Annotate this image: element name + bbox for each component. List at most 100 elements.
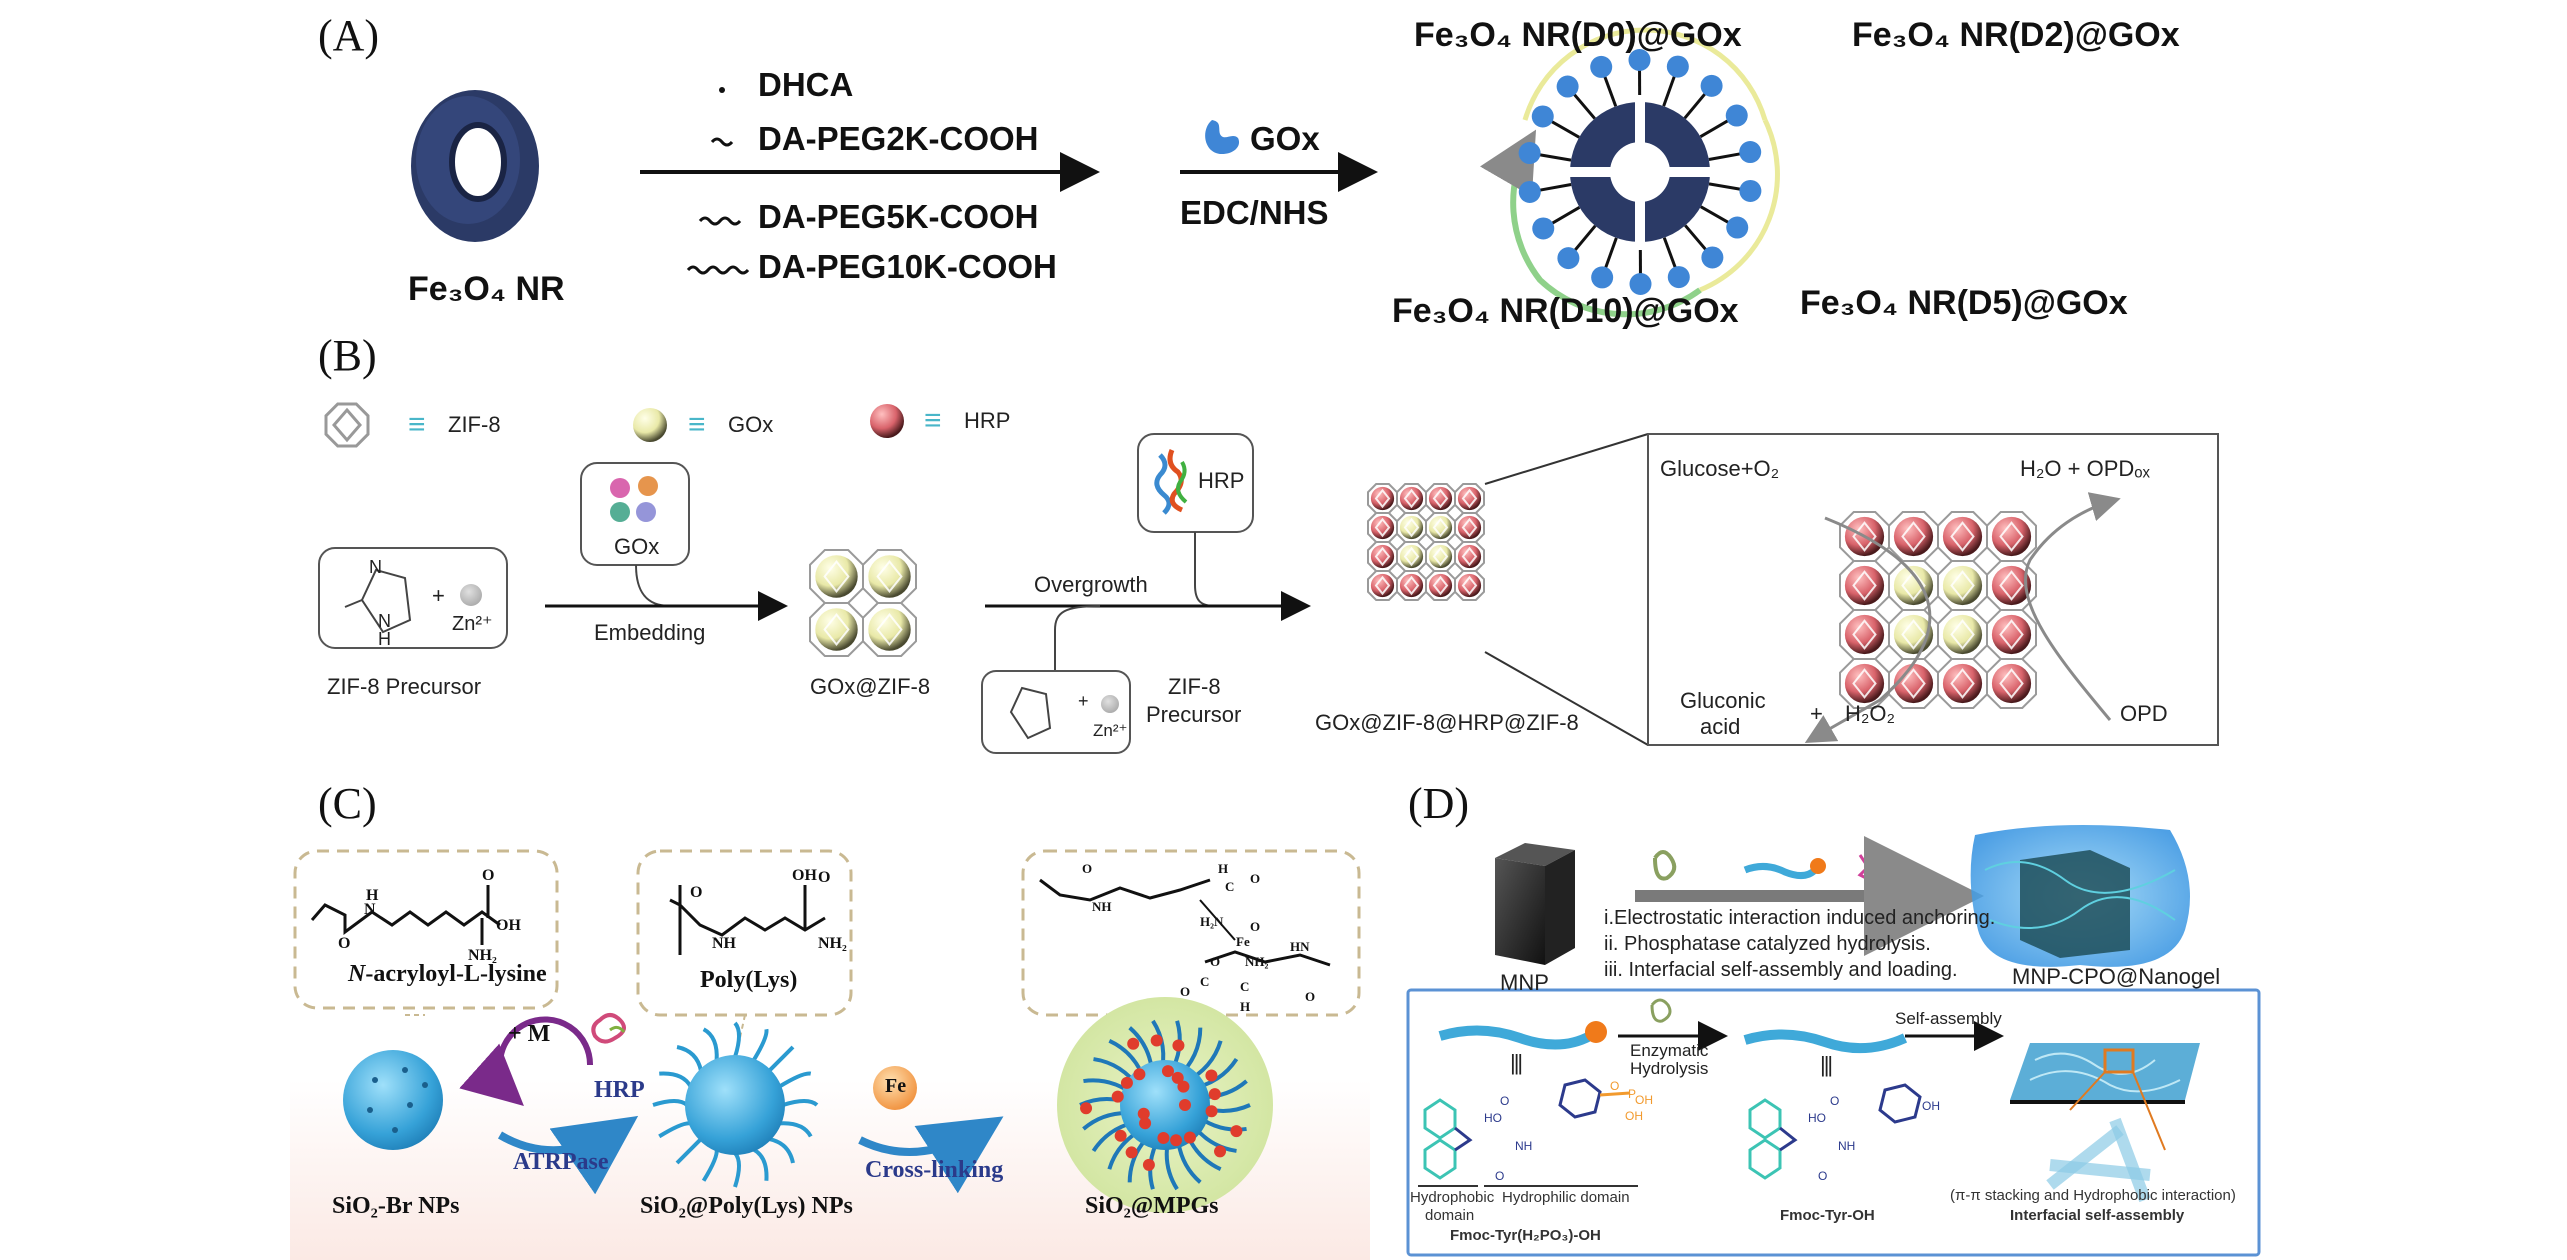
fe-crosslink-node: [1137, 1107, 1150, 1120]
fe-crosslink-node: [1133, 1068, 1146, 1081]
legend-zif8: ZIF-8: [448, 412, 501, 437]
gox-enzyme-mark: [1739, 179, 1762, 202]
polymer-brush: [778, 1071, 812, 1089]
gox-protein-icon: [610, 476, 658, 522]
gox-zif8-cell: [1396, 541, 1427, 572]
imidazole-ring-icon: [360, 568, 412, 634]
equiv-sign-1: |||: [1510, 1050, 1523, 1075]
crosslink-atom: C: [1225, 879, 1235, 894]
sio2-polylys-sphere-icon: [652, 1021, 819, 1188]
product-d2: Fe₃O₄ NR(D2)@GOx: [1852, 16, 2180, 54]
atom-nh: N: [378, 611, 391, 631]
hrp-zif8-cell: [1454, 512, 1485, 543]
hrp-zif8-cell: [1454, 541, 1485, 572]
precursor-atom: O: [1610, 1079, 1620, 1093]
embedding-label: Embedding: [594, 620, 706, 645]
inset-crystal: [1839, 511, 2037, 709]
step-1: i.Electrostatic interaction induced anch…: [1604, 907, 1996, 929]
peg-chain: [1683, 92, 1707, 120]
nanoring-label: Fe₃O₄ NR: [408, 270, 565, 308]
monomer-atom: OH: [496, 917, 521, 934]
enzymatic-label-1: Enzymatic: [1630, 1041, 1709, 1060]
mechanism-box: [1406, 988, 2261, 1257]
interaction-label: (π-π stacking and Hydrophobic interactio…: [1950, 1187, 2236, 1204]
gox-enzyme-mark: [1531, 105, 1554, 128]
precursor-atom: HO: [1484, 1111, 1502, 1125]
gox-legend-icon: [633, 408, 667, 442]
fmoc-tyr-structure: [1748, 1083, 1922, 1180]
h2o2-label: H₂O₂: [1845, 701, 1896, 726]
hrp-zif8-cell: [1367, 570, 1398, 601]
sio2-br-sphere-icon: [343, 1050, 443, 1150]
nanogel-icon: [1970, 825, 2190, 967]
precursor-label: ZIF-8 Precursor: [327, 674, 482, 699]
fe3o4-nanoring-icon: [411, 90, 539, 242]
peg-chain: [1662, 237, 1677, 269]
legend-equiv-gox: ≡: [688, 408, 706, 441]
fmoc-tyr-po3-structure: [1418, 1078, 1638, 1187]
peg-chain: [1708, 152, 1741, 162]
crosslinking-label: Cross-linking: [865, 1157, 1004, 1183]
hrp-protein-icon: [1154, 449, 1188, 515]
hrp-zif8-cell: [1986, 511, 2037, 562]
crosslink-atom: Fe: [1236, 934, 1250, 949]
gox-zif8-label: GOx@ZIF-8: [810, 674, 931, 699]
fe-crosslink-node: [1179, 1099, 1191, 1111]
polymer-atom: NH₂: [818, 935, 847, 952]
precursor-atom: OH: [1635, 1093, 1653, 1107]
step-3: iii. Interfacial self-assembly and loadi…: [1604, 959, 1958, 981]
polymer-brush: [676, 1045, 704, 1072]
gox-label: GOx: [1250, 120, 1320, 157]
atom-n: N: [369, 557, 382, 577]
gelator-name: Fmoc-Tyr-OH: [1780, 1207, 1875, 1224]
hrp-zif8-cell: [1986, 609, 2037, 660]
peg-chain: [1539, 182, 1572, 192]
polymer-brush: [768, 1136, 795, 1164]
hrp-zif8-cell: [1454, 483, 1485, 514]
precursor-name: Fmoc-Tyr(H₂PO₃)-OH: [1450, 1227, 1601, 1244]
fe-crosslink-node: [1171, 1071, 1184, 1084]
fe-crosslink-node: [1139, 1117, 1152, 1130]
polymer-atom: O: [690, 884, 703, 901]
peg2k-wave-icon: [710, 137, 734, 147]
monomer-box: [293, 849, 559, 1010]
monomer-atom: O: [338, 935, 351, 952]
legend-equiv-zif8: ≡: [408, 408, 426, 441]
crosslink-atom: O: [1082, 861, 1093, 876]
product-label: GOx@ZIF-8@HRP@ZIF-8: [1315, 710, 1579, 735]
product-d0: Fe₃O₄ NR(D0)@GOx: [1414, 16, 1742, 54]
gox-zif8-cell: [1425, 541, 1456, 572]
gox-zif8-cell: [809, 549, 864, 604]
precursor2-label-1: ZIF-8: [1168, 674, 1221, 699]
silica-core: [685, 1055, 785, 1155]
crosslink-atom: O: [1305, 989, 1316, 1004]
fe-crosslink-node: [1214, 1145, 1227, 1158]
gelator-atom: O: [1818, 1169, 1828, 1183]
monomer-suffix: -acryloyl-L-lysine: [365, 961, 547, 987]
opd-label: OPD: [2120, 701, 2168, 726]
peg-chain: [1699, 119, 1729, 139]
gelator-atom: NH: [1838, 1139, 1856, 1153]
hrp-label: HRP: [594, 1077, 645, 1103]
assembly-label: Interfacial self-assembly: [2010, 1207, 2185, 1224]
fe-crosslink-node: [1120, 1076, 1133, 1089]
monomer-prefix: N: [348, 961, 366, 987]
polymer-atom: O: [818, 869, 831, 886]
panel-b-label: (B): [318, 331, 377, 380]
hydrophobic-label-2: domain: [1425, 1207, 1475, 1224]
peg-chain: [1662, 75, 1676, 107]
hrp-zif8-cell: [1888, 511, 1939, 562]
hrp-zif8-cell: [1986, 658, 2037, 709]
overgrowth-label: Overgrowth: [1034, 572, 1148, 597]
stage-sio2-mpg: SiO₂@MPGs: [1085, 1193, 1219, 1219]
peg-chain: [1684, 224, 1708, 251]
gox-box-label: GOx: [614, 534, 660, 559]
fe-crosslink-node: [1183, 1131, 1196, 1144]
crosslinking-arrow: [858, 1116, 1004, 1194]
hrp-zif8-cell: [1937, 658, 1988, 709]
peg-chain: [1572, 93, 1596, 120]
ligand-peg10k: DA-PEG10K-COOH: [758, 248, 1057, 285]
gox-enzyme-mark: [1666, 55, 1689, 78]
panel-d-label: (D): [1408, 779, 1470, 828]
plus-m-label: + M: [508, 1021, 551, 1047]
